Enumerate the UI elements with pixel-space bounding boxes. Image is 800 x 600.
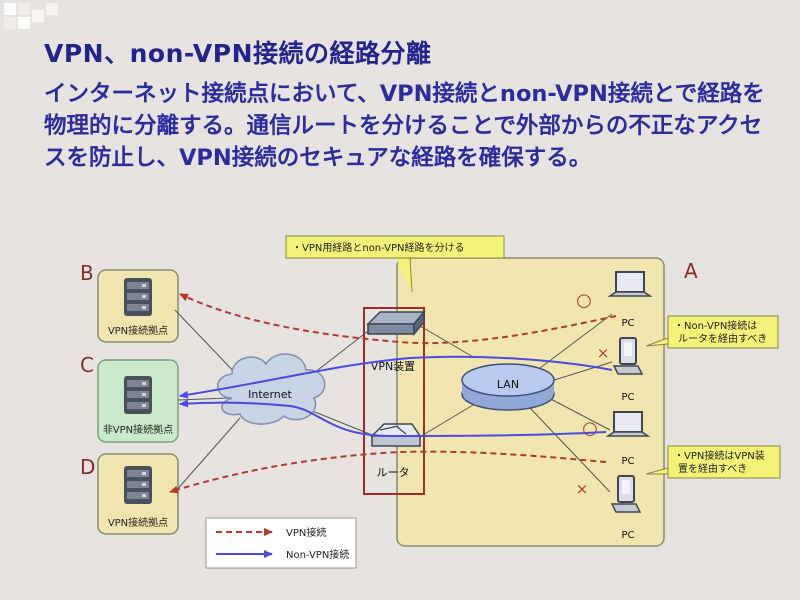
slide-title: VPN、non-VPN接続の経路分離: [44, 39, 432, 68]
callout-separate-text: ・VPN用経路とnon-VPN経路を分ける: [292, 241, 465, 254]
vpn-device-label: VPN装置: [371, 360, 415, 373]
nonvpn-path-pc-3-to-site-c: [179, 399, 607, 438]
slide-body-text: インターネット接続点において、VPN接続とnon-VPN接続とで経路を物理的に分…: [44, 81, 765, 171]
site-c-label: 非VPN接続拠点: [103, 423, 173, 436]
lan-label: LAN: [497, 378, 519, 391]
network-diagram: A B C D VPN接続拠点 非VPN接続拠点 VPN接続拠点: [80, 235, 781, 569]
callout-nonvpn: ・Non-VPN接続は ルータを経由すべき: [645, 315, 779, 349]
site-c-server-icon: [124, 376, 152, 414]
site-d-label: VPN接続拠点: [108, 516, 168, 529]
callout-nonvpn-line2: ルータを経由すべき: [678, 332, 767, 345]
site-d-server-icon: [124, 466, 152, 504]
mark-pc-4: ×: [576, 480, 589, 498]
site-a-letter: A: [684, 259, 698, 283]
pc-1-label: PC: [621, 318, 634, 329]
pc-1-laptop-icon: [609, 271, 651, 297]
site-c-letter: C: [80, 353, 94, 377]
separation-highlight-box: [363, 307, 425, 495]
router-label: ルータ: [377, 466, 410, 479]
pc-2-label: PC: [621, 392, 634, 403]
callout-nonvpn-line1: ・Non-VPN接続は: [674, 319, 757, 332]
vpn-path-to-site-b: [179, 293, 617, 345]
pc-3-label: PC: [621, 456, 634, 467]
site-d-letter: D: [80, 455, 95, 479]
site-b-letter: B: [80, 261, 94, 285]
lan-cylinder: [461, 363, 555, 411]
site-b-server-icon: [124, 278, 152, 316]
mark-pc-2: ×: [597, 344, 610, 362]
internet-label: Internet: [248, 388, 292, 401]
mark-pc-3: ○: [582, 418, 598, 439]
callout-vpn-line1: ・VPN接続はVPN装: [674, 449, 765, 462]
legend-vpn-label: VPN接続: [286, 526, 326, 539]
callout-vpn: ・VPN接続はVPN装 置を経由すべき: [645, 445, 781, 479]
callout-separate-paths: ・VPN用経路とnon-VPN経路を分ける: [285, 235, 505, 293]
site-b-label: VPN接続拠点: [108, 324, 168, 337]
vpn-path-to-site-d: [169, 450, 607, 494]
internet-cloud: [217, 353, 326, 425]
header-square-pattern: [4, 3, 58, 29]
nonvpn-path-pc-2-to-site-c: [179, 355, 613, 399]
pc-3-laptop-icon: [607, 411, 649, 437]
legend-nonvpn-label: Non-VPN接続: [286, 548, 349, 561]
callout-vpn-line2: 置を経由すべき: [678, 462, 747, 475]
vpn-device-icon: [366, 309, 426, 337]
legend: VPN接続 Non-VPN接続: [205, 517, 357, 569]
pc-4-label: PC: [621, 530, 634, 541]
mark-pc-1: ○: [576, 290, 592, 311]
